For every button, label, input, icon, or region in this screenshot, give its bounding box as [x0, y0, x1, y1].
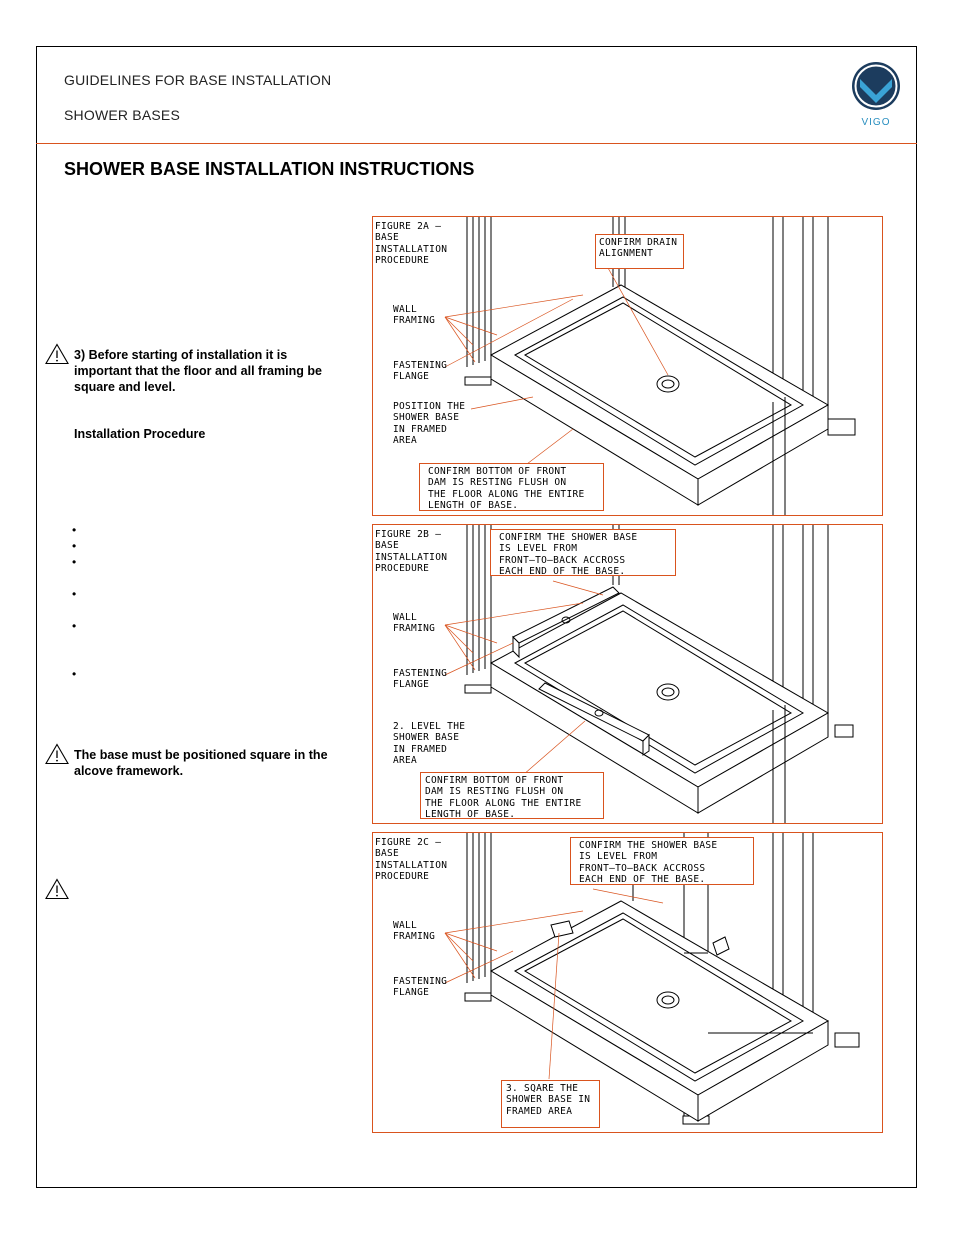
bullet-1: • — [72, 523, 77, 537]
logo-wordmark: VIGO — [861, 117, 890, 128]
warning-triangle-icon — [45, 878, 69, 900]
figure-2b-callout-dam-text: CONFIRM BOTTOM OF FRONT DAM IS RESTING F… — [425, 775, 582, 821]
figure-2b-level-note: 2. LEVEL THE SHOWER BASE IN FRAMED AREA — [393, 721, 466, 767]
figure-2a-callout-drain: CONFIRM DRAIN ALIGNMENT — [595, 234, 684, 269]
bullet-4: • — [72, 587, 77, 601]
figure-2b: FIGURE 2B — BASE INSTALLATION PROCEDURE … — [372, 524, 883, 824]
figure-2a-callout-dam: CONFIRM BOTTOM OF FRONT DAM IS RESTING F… — [419, 463, 604, 511]
bullet-5: • — [72, 619, 77, 633]
figure-2b-drawing — [444, 525, 854, 823]
bullet-6: • — [72, 667, 77, 681]
procedure-heading: Installation Procedure — [74, 427, 206, 441]
figure-2c-wall-framing: WALL FRAMING — [393, 920, 436, 943]
vigo-logo: VIGO — [848, 62, 904, 128]
figure-2b-fastening-flange: FASTENING FLANGE — [393, 668, 448, 691]
figure-2b-wall-framing: WALL FRAMING — [393, 612, 436, 635]
page-title: SHOWER BASE INSTALLATION INSTRUCTIONS — [64, 159, 475, 179]
page-frame — [36, 46, 917, 1188]
figure-2a-position-note: POSITION THE SHOWER BASE IN FRAMED AREA — [393, 401, 466, 447]
figure-2a-label: FIGURE 2A — BASE INSTALLATION PROCEDURE — [375, 221, 448, 267]
figure-2b-callout-dam: CONFIRM BOTTOM OF FRONT DAM IS RESTING F… — [420, 772, 604, 821]
figure-2c-callout-square: 3. SQARE THE SHOWER BASE IN FRAMED AREA — [501, 1080, 600, 1128]
header-category: SHOWER BASES — [64, 107, 180, 123]
figure-2c-callout-square-text: 3. SQARE THE SHOWER BASE IN FRAMED AREA — [506, 1083, 591, 1117]
warning-base-square: The base must be positioned square in th… — [74, 748, 328, 778]
figure-2c: FIGURE 2C — BASE INSTALLATION PROCEDURE … — [372, 832, 883, 1133]
figure-2b-label: FIGURE 2B — BASE INSTALLATION PROCEDURE — [375, 529, 448, 575]
warning-triangle-icon — [45, 743, 69, 765]
figure-2a-drawing — [444, 217, 856, 515]
figure-2c-label: FIGURE 2C — BASE INSTALLATION PROCEDURE — [375, 837, 448, 883]
figure-2a-wall-framing: WALL FRAMING — [393, 304, 436, 327]
figure-2a-fastening-flange: FASTENING FLANGE — [393, 360, 448, 383]
warning-floor-square-level: 3) Before starting of installation it is… — [74, 348, 322, 394]
warning-triangle-icon — [45, 343, 69, 365]
figure-2c-callout-level: CONFIRM THE SHOWER BASE IS LEVEL FROM FR… — [570, 837, 754, 885]
figure-2b-callout-level: CONFIRM THE SHOWER BASE IS LEVEL FROM FR… — [490, 529, 676, 578]
bullet-3: • — [72, 555, 77, 569]
bullet-2: • — [72, 539, 77, 553]
figure-2a-callout-dam-text: CONFIRM BOTTOM OF FRONT DAM IS RESTING F… — [428, 466, 585, 512]
figure-2b-callout-level-text: CONFIRM THE SHOWER BASE IS LEVEL FROM FR… — [499, 532, 638, 578]
figure-2a-callout-drain-text: CONFIRM DRAIN ALIGNMENT — [599, 237, 678, 260]
figure-2c-callout-level-text: CONFIRM THE SHOWER BASE IS LEVEL FROM FR… — [579, 840, 718, 886]
figure-2a: FIGURE 2A — BASE INSTALLATION PROCEDURE … — [372, 216, 883, 516]
figure-2c-drawing — [444, 833, 860, 1125]
header-guidelines: GUIDELINES FOR BASE INSTALLATION — [64, 72, 332, 88]
figure-2c-fastening-flange: FASTENING FLANGE — [393, 976, 448, 999]
header-divider — [36, 143, 917, 144]
